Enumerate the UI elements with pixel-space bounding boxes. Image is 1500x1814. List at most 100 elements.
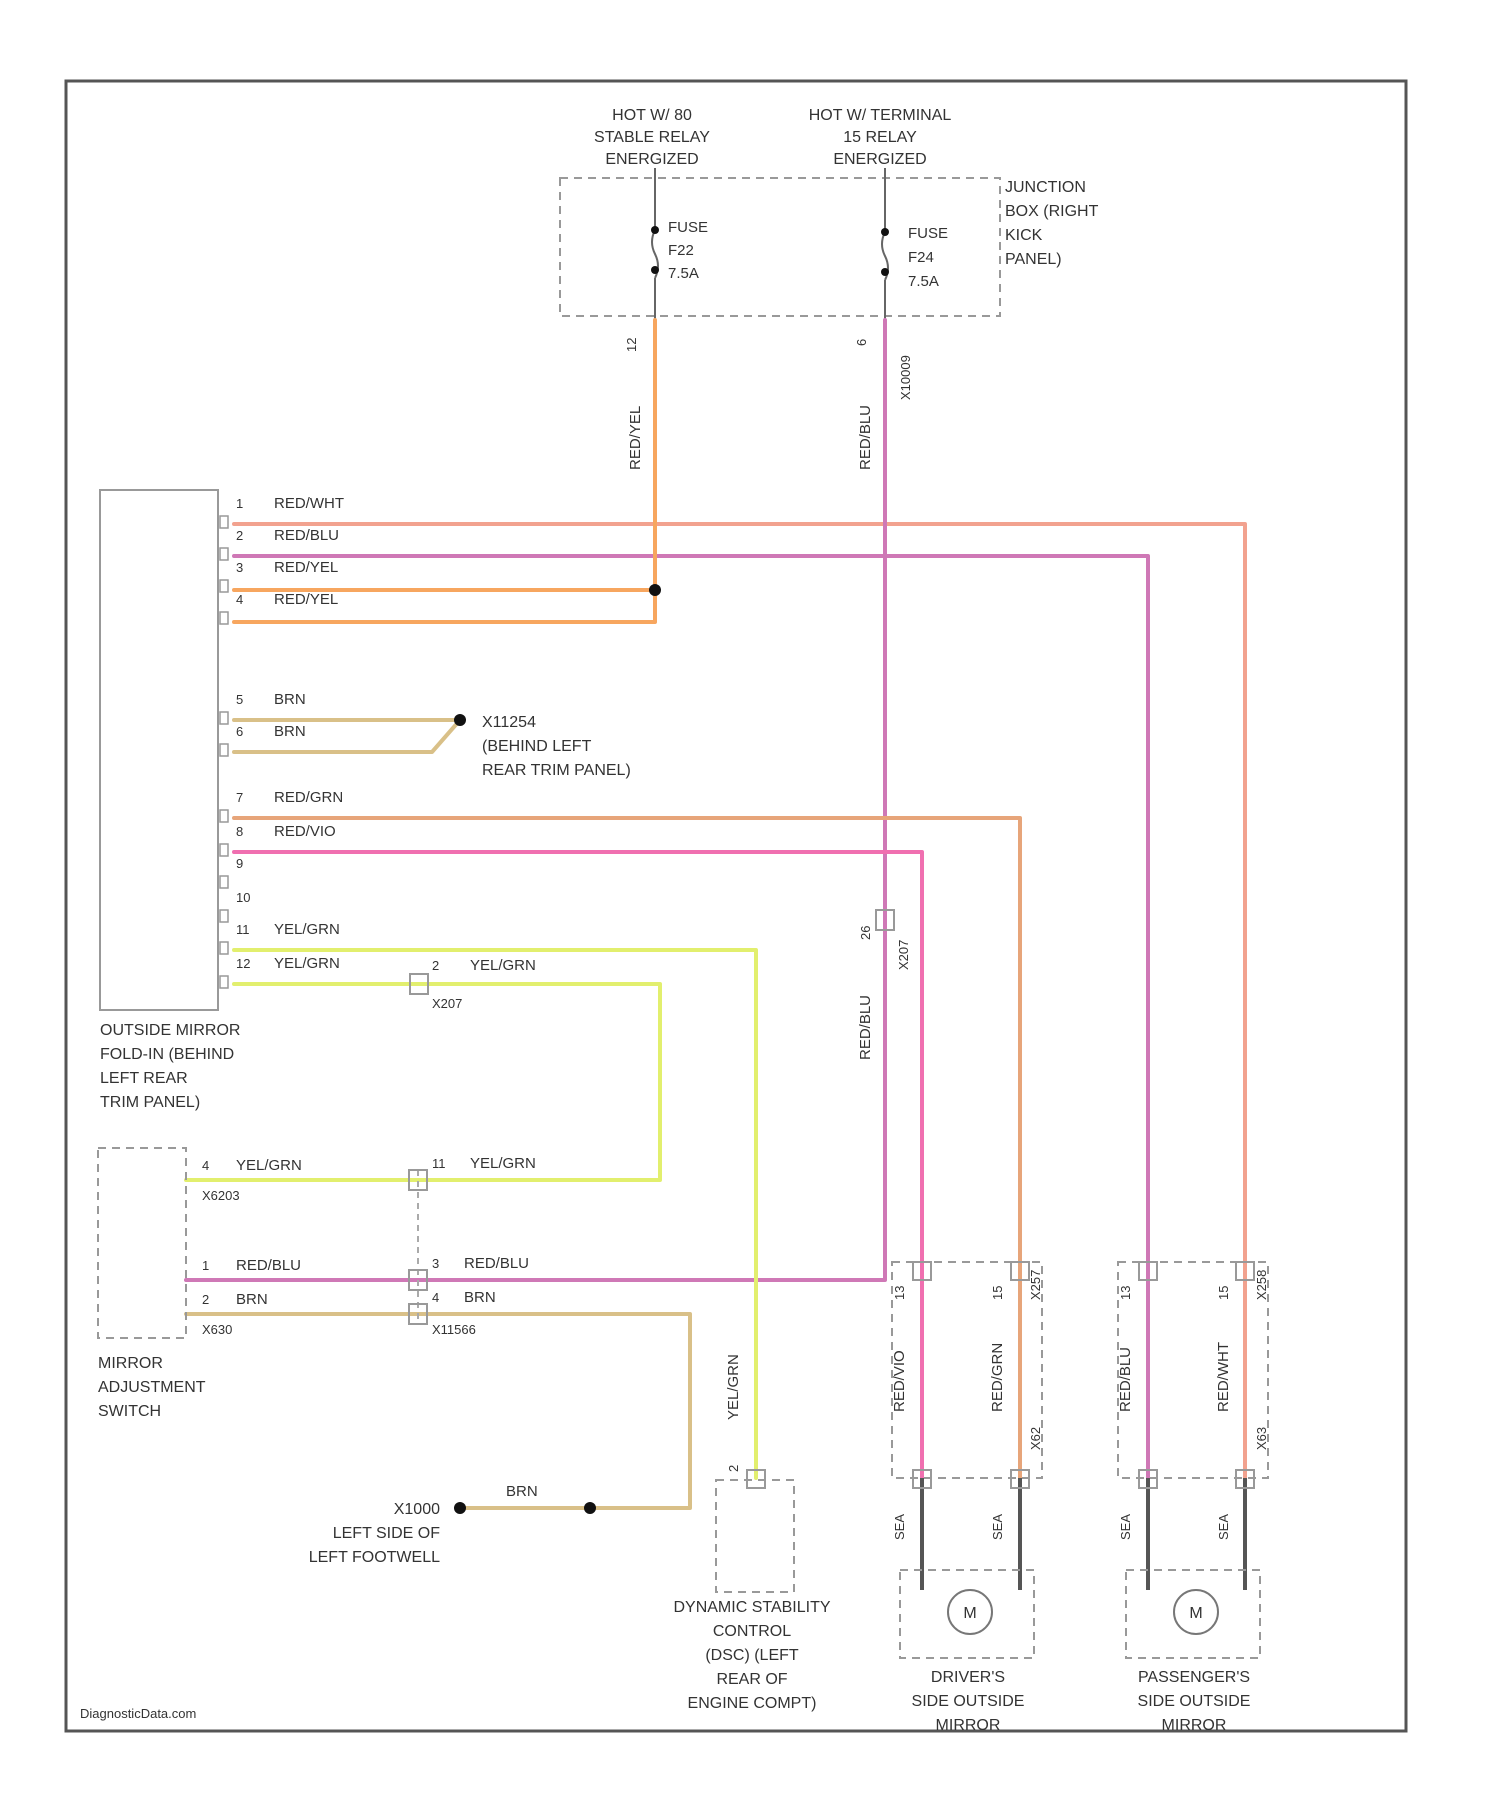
wire-label-top-left: RED/YEL: [627, 406, 644, 470]
drv-wire-b: RED/GRN: [989, 1343, 1006, 1412]
sw-label-1: MIRROR: [98, 1355, 163, 1372]
junction-line-4: PANEL): [1005, 251, 1062, 268]
wire-red-yel: [234, 320, 655, 590]
conn-x10009: X10009: [898, 355, 913, 400]
splice-red-yel: [649, 584, 661, 596]
splice-p3: 3: [432, 1256, 439, 1271]
pas-conn: X258: [1254, 1270, 1269, 1300]
pas-pin-b: 15: [1216, 1286, 1231, 1300]
drv-label-3: MIRROR: [936, 1717, 1001, 1734]
fold-pin-terminal: [220, 910, 228, 922]
drv-conn: X257: [1028, 1270, 1043, 1300]
dsc-label-2: CONTROL: [713, 1623, 791, 1640]
fold-pin-terminal: [220, 844, 228, 856]
fold-pin-terminal: [220, 712, 228, 724]
sw-wire-4: YEL/GRN: [236, 1157, 302, 1174]
pas-sub-b: SEA: [1216, 1514, 1231, 1540]
wire-brn-ground-2: [234, 720, 460, 752]
fold-pin-wire-label: RED/VIO: [274, 823, 336, 840]
dsc-module: 2 YEL/GRN DYNAMIC STABILITY CONTROL (DSC…: [673, 1354, 830, 1712]
fold-pin-terminal: [220, 810, 228, 822]
fuse-left-1: FUSE: [668, 219, 708, 236]
junction-box: HOT W/ 80 STABLE RELAY ENERGIZED HOT W/ …: [560, 107, 1099, 470]
vmid-pin: 26: [858, 926, 873, 940]
splice-p3-wire: RED/BLU: [464, 1255, 529, 1272]
fold-pin-number: 12: [236, 956, 250, 971]
fold-label-1: OUTSIDE MIRROR: [100, 1022, 240, 1039]
drv-pin-a: 13: [892, 1286, 907, 1300]
sw-pin-1: 1: [202, 1258, 209, 1273]
watermark: DiagnosticData.com: [80, 1706, 196, 1721]
pas-label-2: SIDE OUTSIDE: [1138, 1693, 1251, 1710]
splice-ground-bottom: [454, 1502, 466, 1514]
sw-conn-top: X6203: [202, 1188, 240, 1203]
splice-p11-wire: YEL/GRN: [470, 1155, 536, 1172]
sw-label-2: ADJUSTMENT: [98, 1379, 206, 1396]
fuse-f24: FUSE F24 7.5A: [881, 168, 948, 320]
fold-pin-terminal: [220, 744, 228, 756]
hot-left-line-1: HOT W/ 80: [612, 107, 692, 124]
pas-motor: M: [1189, 1605, 1202, 1622]
dsc-label-5: ENGINE COMPT): [688, 1695, 817, 1712]
fold-pin-terminal: [220, 876, 228, 888]
x207-wire: YEL/GRN: [470, 957, 536, 974]
dsc-wire: YEL/GRN: [725, 1354, 742, 1420]
ground-mid-3: REAR TRIM PANEL): [482, 762, 631, 779]
hot-right-line-2: 15 RELAY: [843, 129, 917, 146]
pas-label-3: MIRROR: [1162, 1717, 1227, 1734]
fold-pin-wire-label: BRN: [274, 691, 306, 708]
fold-label-3: LEFT REAR: [100, 1070, 188, 1087]
gb-wire: BRN: [506, 1483, 538, 1500]
fold-pin-wire-label: BRN: [274, 723, 306, 740]
fold-pin-wire-label: RED/YEL: [274, 559, 338, 576]
fold-pin-terminal: [220, 976, 228, 988]
fold-pin-terminal: [220, 942, 228, 954]
fold-pin-terminal: [220, 516, 228, 528]
drv-sub-a: SEA: [892, 1514, 907, 1540]
junction-line-3: KICK: [1005, 227, 1043, 244]
ground-bottom: X1000 LEFT SIDE OF LEFT FOOTWELL BRN: [309, 1483, 538, 1566]
splice-conn: X11566: [432, 1322, 476, 1337]
fold-pin-number: 5: [236, 692, 243, 707]
drv-label-1: DRIVER'S: [931, 1669, 1005, 1686]
fold-module-pins: 1RED/WHT2RED/BLU3RED/YEL4RED/YEL5BRN6BRN…: [220, 495, 344, 988]
wire-red-vio: [234, 852, 922, 1478]
sw-wire-2: BRN: [236, 1291, 268, 1308]
mirror-adjustment-switch: 4 YEL/GRN X6203 1 RED/BLU 2 BRN X630 MIR…: [98, 1148, 302, 1420]
pas-conn2: X63: [1254, 1427, 1269, 1450]
fold-pin-wire-label: RED/GRN: [274, 789, 343, 806]
fold-pin-number: 10: [236, 890, 250, 905]
sw-pin-4: 4: [202, 1158, 209, 1173]
fuse-left-3: 7.5A: [668, 265, 699, 282]
wire-red-wht: [234, 524, 1245, 1478]
fuse-right-3: 7.5A: [908, 273, 939, 290]
fold-pin-terminal: [220, 612, 228, 624]
fold-pin-wire-label: YEL/GRN: [274, 955, 340, 972]
fold-pin-number: 3: [236, 560, 243, 575]
fold-pin-wire-label: RED/BLU: [274, 527, 339, 544]
switch-splice-connector: 11 YEL/GRN 3 RED/BLU 4 BRN X11566: [409, 1155, 536, 1337]
fold-pin-wire-label: RED/WHT: [274, 495, 344, 512]
hot-right-line-3: ENERGIZED: [833, 151, 926, 168]
fold-pin-number: 6: [236, 724, 243, 739]
x207-pin: 2: [432, 958, 439, 973]
hot-left-line-3: ENERGIZED: [605, 151, 698, 168]
hot-right-line-1: HOT W/ TERMINAL: [809, 107, 952, 124]
fold-pin-number: 1: [236, 496, 243, 511]
splice-p4: 4: [432, 1290, 439, 1305]
drv-wire-a: RED/VIO: [891, 1350, 908, 1412]
pas-wire-a: RED/BLU: [1117, 1347, 1134, 1412]
x207-name: X207: [432, 996, 462, 1011]
dsc-label-4: REAR OF: [716, 1671, 787, 1688]
sw-conn-bottom: X630: [202, 1322, 232, 1337]
wire-brn-switch: [186, 1314, 690, 1508]
splice-p4-wire: BRN: [464, 1289, 496, 1306]
fold-pin-number: 9: [236, 856, 243, 871]
junction-line-2: BOX (RIGHT: [1005, 203, 1099, 220]
ground-mid-1: X11254: [482, 714, 536, 731]
diagram-frame: [66, 81, 1406, 1731]
dsc-label-3: (DSC) (LEFT: [705, 1647, 799, 1664]
gb-3: LEFT FOOTWELL: [309, 1549, 440, 1566]
wires: [186, 320, 1245, 1590]
